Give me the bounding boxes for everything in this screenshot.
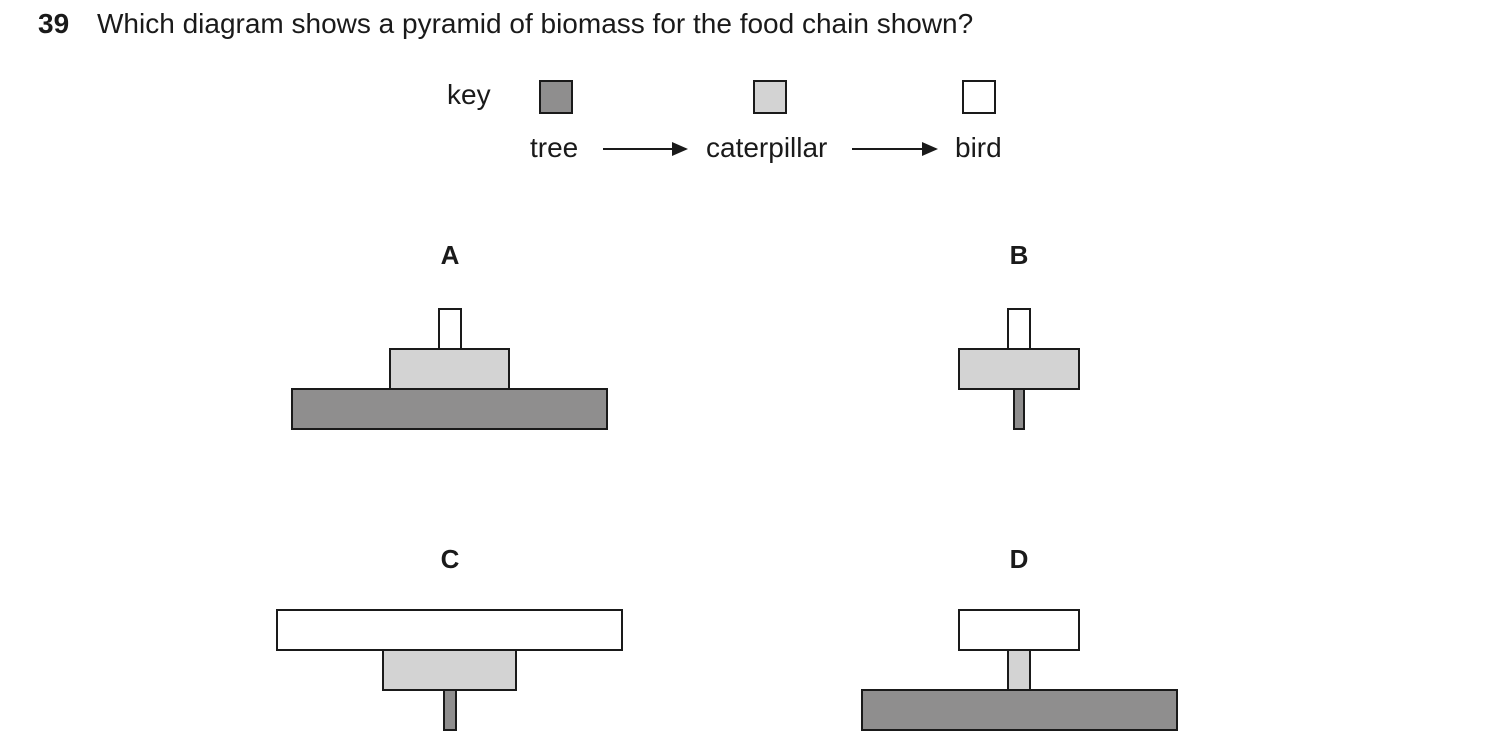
food-chain-arrow bbox=[603, 142, 688, 156]
key-swatch-bird bbox=[962, 80, 996, 114]
option-c-bird-bar bbox=[276, 609, 623, 651]
food-chain-caterpillar: caterpillar bbox=[706, 132, 828, 163]
option-b-tree-bar bbox=[1013, 388, 1025, 430]
food-chain-bird: bird bbox=[955, 132, 1002, 163]
option-a-bird-bar bbox=[438, 308, 462, 350]
option-c-tree-bar bbox=[443, 689, 457, 731]
option-c-label: C bbox=[440, 544, 460, 574]
key-label: key bbox=[447, 79, 491, 110]
option-b-bird-bar bbox=[1007, 308, 1031, 350]
option-c-caterpillar-bar bbox=[382, 649, 517, 691]
food-chain-tree: tree bbox=[530, 132, 579, 163]
question-number: 39 bbox=[38, 8, 70, 39]
option-d-tree-bar bbox=[861, 689, 1178, 731]
option-b-label: B bbox=[1009, 240, 1029, 270]
option-d-bird-bar bbox=[958, 609, 1080, 651]
option-a-caterpillar-bar bbox=[389, 348, 510, 390]
option-d-label: D bbox=[1009, 544, 1029, 574]
option-a-tree-bar bbox=[291, 388, 608, 430]
key-swatch-tree bbox=[539, 80, 573, 114]
option-b-caterpillar-bar bbox=[958, 348, 1080, 390]
key-swatch-caterpillar bbox=[753, 80, 787, 114]
option-d-caterpillar-bar bbox=[1007, 649, 1031, 691]
food-chain-arrow bbox=[852, 142, 938, 156]
question-text: Which diagram shows a pyramid of biomass… bbox=[97, 8, 974, 39]
option-a-label: A bbox=[440, 240, 460, 270]
